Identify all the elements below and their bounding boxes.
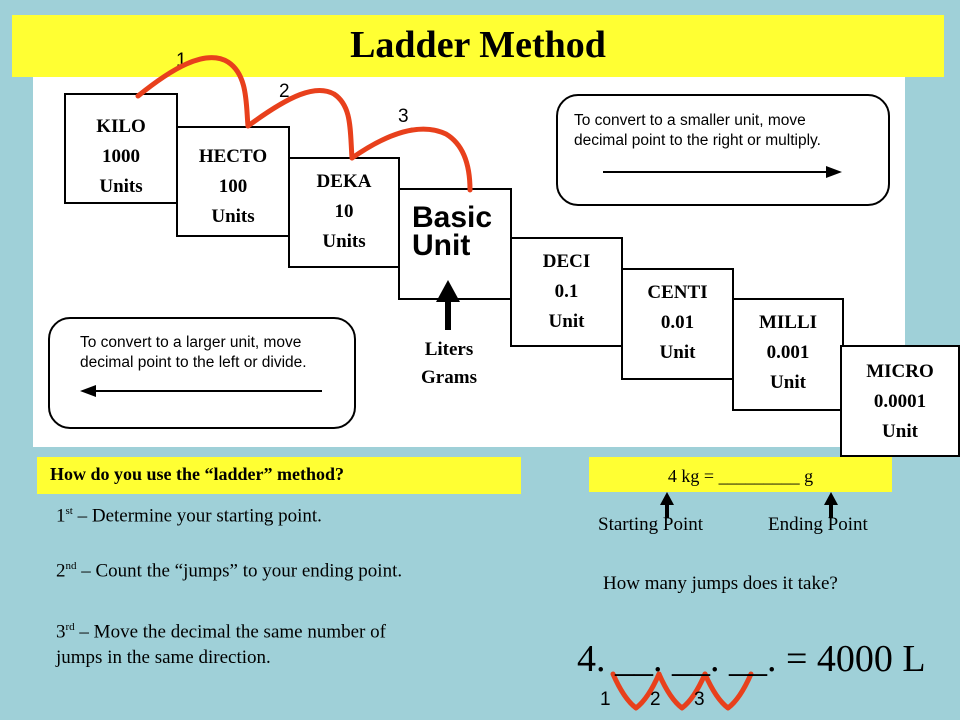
step-name: KILO — [96, 116, 146, 137]
left-arrow-icon — [80, 385, 322, 397]
step-milli: MILLI 0.001 Unit — [732, 298, 844, 411]
ending-point-label: Ending Point — [768, 514, 868, 535]
step-unit: Unit — [548, 311, 585, 332]
step-value: 0.1 — [554, 281, 579, 302]
step-deka: DEKA 10 Units — [288, 157, 400, 268]
jump-arc-3 — [349, 126, 473, 193]
step-value: Unit — [412, 229, 471, 262]
decimal-jump-3 — [702, 671, 754, 711]
step-value: 0.001 — [766, 342, 810, 363]
starting-point-label: Starting Point — [598, 514, 704, 535]
step-value: 0.01 — [660, 312, 695, 333]
ordinal-suffix: rd — [65, 621, 75, 633]
ordinal: 3 — [56, 621, 66, 643]
jump-arc-2 — [245, 87, 355, 161]
step-name: DEKA — [316, 171, 372, 192]
step-name: CENTI — [647, 282, 708, 303]
jump-number-1: 1 — [176, 50, 187, 71]
start-arrow-icon — [660, 492, 674, 518]
step-unit: Units — [322, 231, 366, 252]
step-unit: Unit — [770, 372, 806, 393]
step-name: Basic — [412, 201, 493, 234]
end-arrow-icon — [824, 492, 838, 518]
note-line: decimal point to the right or multiply. — [574, 132, 821, 149]
jump-number-3: 3 — [398, 106, 409, 127]
step-value: 0.0001 — [873, 391, 927, 412]
decimal-jump-1 — [610, 671, 662, 711]
question-text: How do you use the “ladder” method? — [50, 464, 345, 484]
note-smaller-unit: To convert to a smaller unit, move decim… — [556, 94, 890, 206]
up-arrow-icon — [436, 280, 460, 330]
note-line: decimal point to the left or divide. — [80, 354, 307, 371]
step-value: 100 — [218, 176, 248, 197]
step-micro: MICRO 0.0001 Unit — [840, 345, 960, 457]
note-line: To convert to a larger unit, move — [80, 334, 302, 351]
decimal-jump-digit-2: 2 — [650, 689, 661, 710]
ordinal: 1 — [56, 505, 66, 527]
decimal-jump-2 — [656, 671, 708, 711]
instruction-3: 3rd – Move the decimal the same number o… — [56, 614, 386, 671]
step-unit: Units — [211, 206, 255, 227]
right-arrow-icon — [603, 166, 842, 178]
step-unit: Units — [99, 176, 143, 197]
jumps-question: How many jumps does it take? — [603, 573, 838, 594]
equation-text: 4 kg = _________ g — [667, 466, 814, 486]
step-unit: Unit — [659, 342, 696, 363]
jump-arc-1 — [135, 55, 251, 129]
decimal-jump-digit-1: 1 — [600, 689, 611, 710]
instruction-2: 2nd – Count the “jumps” to your ending p… — [56, 560, 402, 582]
decimal-jump-digit-3: 3 — [694, 689, 705, 710]
base-unit-grams: Grams — [421, 367, 477, 388]
step-name: MILLI — [758, 312, 818, 333]
equation-bar: 4 kg = _________ g — [589, 457, 892, 492]
ordinal-suffix: st — [65, 505, 73, 517]
question-bar: How do you use the “ladder” method? — [37, 457, 521, 494]
step-name: DECI — [542, 251, 591, 272]
page-title: Ladder Method — [350, 24, 606, 66]
instruction-text: – Count the “jumps” to your ending point… — [76, 560, 403, 582]
base-unit-liters: Liters — [424, 339, 474, 360]
step-name: HECTO — [198, 146, 268, 167]
title-bar: Ladder Method — [12, 15, 944, 77]
result-equation: 4. __. __. __. = 4000 L — [577, 638, 926, 680]
instruction-text: – Determine your starting point. — [72, 505, 322, 527]
step-name: MICRO — [866, 361, 934, 382]
note-larger-unit: To convert to a larger unit, move decima… — [48, 317, 356, 429]
instruction-text: jumps in the same direction. — [56, 647, 271, 669]
instruction-text: – Move the decimal the same number of — [74, 621, 386, 643]
step-value: 1000 — [102, 146, 140, 167]
jump-number-2: 2 — [279, 81, 290, 102]
step-deci: DECI 0.1 Unit — [510, 237, 623, 347]
step-unit: Unit — [882, 421, 918, 442]
instruction-1: 1st – Determine your starting point. — [56, 505, 322, 527]
step-value: 10 — [334, 201, 354, 222]
base-unit-examples: Liters Grams — [400, 336, 498, 392]
ordinal-suffix: nd — [65, 560, 77, 572]
ordinal: 2 — [56, 560, 66, 582]
note-line: To convert to a smaller unit, move — [574, 112, 806, 129]
